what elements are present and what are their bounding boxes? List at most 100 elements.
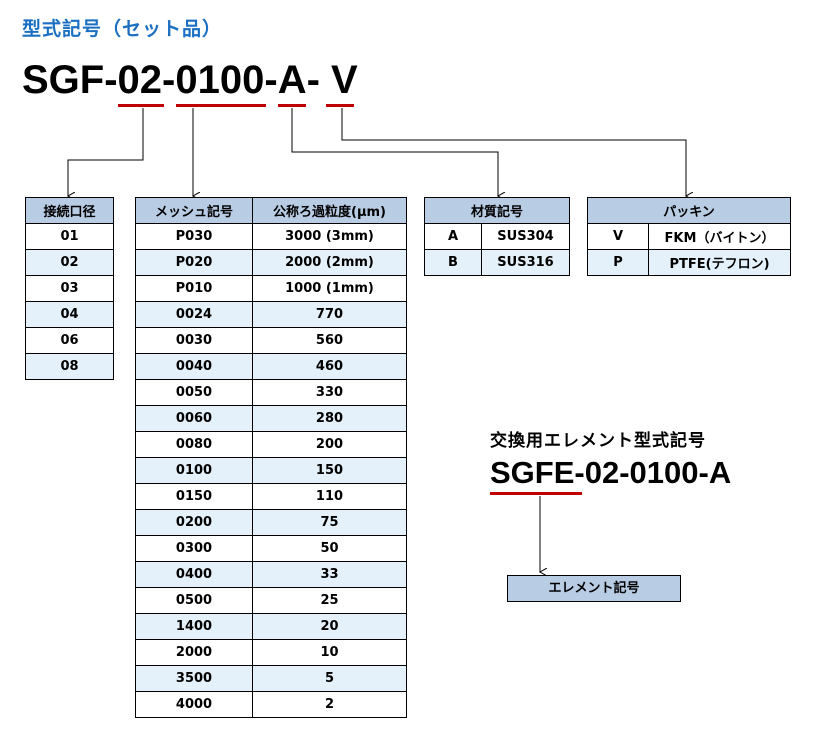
material-name-cell: SUS316 xyxy=(481,249,570,276)
filtration-grade-cell: 2 xyxy=(252,691,407,718)
model-material-code: A xyxy=(277,58,307,102)
mesh-code-cell: 0030 xyxy=(135,327,253,354)
connection-size-cell: 04 xyxy=(25,301,114,328)
mesh-code-cell: 1400 xyxy=(135,613,253,640)
connection-size-header: 接続口径 xyxy=(25,197,114,224)
filtration-grade-cell: 330 xyxy=(252,379,407,406)
mesh-code-header: メッシュ記号 xyxy=(135,197,253,224)
material-code-cell: B xyxy=(424,249,482,276)
mesh-code-cell: 0040 xyxy=(135,353,253,380)
filtration-grade-cell: 75 xyxy=(252,509,407,536)
element-model-code: SGFE-02-0100-A xyxy=(490,454,731,492)
table-row: 03 xyxy=(25,275,114,302)
model-dash: - xyxy=(162,58,176,102)
filtration-grade-cell: 50 xyxy=(252,535,407,562)
filtration-grade-cell: 3000 (3mm) xyxy=(252,223,407,250)
mesh-underline xyxy=(176,104,266,107)
packing-connector xyxy=(341,108,686,196)
material-underline xyxy=(278,104,306,107)
filtration-grade-cell: 10 xyxy=(252,639,407,666)
connection-size-cell: 03 xyxy=(25,275,114,302)
material-code-cell: A xyxy=(424,223,482,250)
material-name-cell: SUS304 xyxy=(481,223,570,250)
mesh-code-cell: 0060 xyxy=(135,405,253,432)
filtration-grade-cell: 1000 (1mm) xyxy=(252,275,407,302)
filtration-grade-cell: 110 xyxy=(252,483,407,510)
connection-size-cell: 08 xyxy=(25,353,114,380)
mesh-code-cell: 0100 xyxy=(135,457,253,484)
packing-name-cell: PTFE(テフロン) xyxy=(648,249,791,276)
mesh-code-cell: 0024 xyxy=(135,301,253,328)
mesh-code-cell: 0500 xyxy=(135,587,253,614)
packing-name-cell: FKM（バイトン） xyxy=(648,223,791,250)
model-code: SGF-02-0100-A- V xyxy=(22,56,358,104)
filtration-grade-cell: 460 xyxy=(252,353,407,380)
mesh-code-cell: 0300 xyxy=(135,535,253,562)
table-row: 08 xyxy=(25,353,114,380)
filtration-grade-cell: 5 xyxy=(252,665,407,692)
filtration-grade-header: 公称ろ過粒度(μm) xyxy=(252,197,407,224)
element-code-box: エレメント記号 xyxy=(507,575,681,602)
packing-code-cell: V xyxy=(587,223,649,250)
element-prefix: SGFE xyxy=(490,455,575,490)
mesh-code-cell: 0080 xyxy=(135,431,253,458)
material-header: 材質記号 xyxy=(424,197,570,224)
packing-underline xyxy=(326,104,354,107)
table-row: 04 xyxy=(25,301,114,328)
connection-size-cell: 01 xyxy=(25,223,114,250)
element-suffix: -02-0100-A xyxy=(574,455,732,490)
table-row: 02 xyxy=(25,249,114,276)
mesh-code-cell: 2000 xyxy=(135,639,253,666)
filtration-grade-cell: 20 xyxy=(252,613,407,640)
filtration-grade-cell: 200 xyxy=(252,431,407,458)
mesh-code-cell: 0050 xyxy=(135,379,253,406)
size-underline xyxy=(118,104,164,107)
connection-size-cell: 02 xyxy=(25,249,114,276)
page-title: 型式記号（セット品） xyxy=(22,18,223,40)
filtration-grade-cell: 560 xyxy=(252,327,407,354)
mesh-code-cell: P030 xyxy=(135,223,253,250)
model-packing-code: V xyxy=(331,58,358,102)
mesh-code-cell: 4000 xyxy=(135,691,253,718)
mesh-code-cell: P010 xyxy=(135,275,253,302)
table-row: 06 xyxy=(25,327,114,354)
model-mesh-code: 0100 xyxy=(175,58,265,102)
size-connector xyxy=(68,108,144,196)
model-dash: - xyxy=(264,58,278,102)
model-prefix: SGF- xyxy=(22,58,118,102)
filtration-grade-cell: 150 xyxy=(252,457,407,484)
mesh-code-cell: 3500 xyxy=(135,665,253,692)
mesh-code-cell: P020 xyxy=(135,249,253,276)
packing-code-cell: P xyxy=(587,249,649,276)
filtration-grade-cell: 770 xyxy=(252,301,407,328)
mesh-code-cell: 0400 xyxy=(135,561,253,588)
connection-size-cell: 06 xyxy=(25,327,114,354)
table-row: 01 xyxy=(25,223,114,250)
filtration-grade-cell: 280 xyxy=(252,405,407,432)
